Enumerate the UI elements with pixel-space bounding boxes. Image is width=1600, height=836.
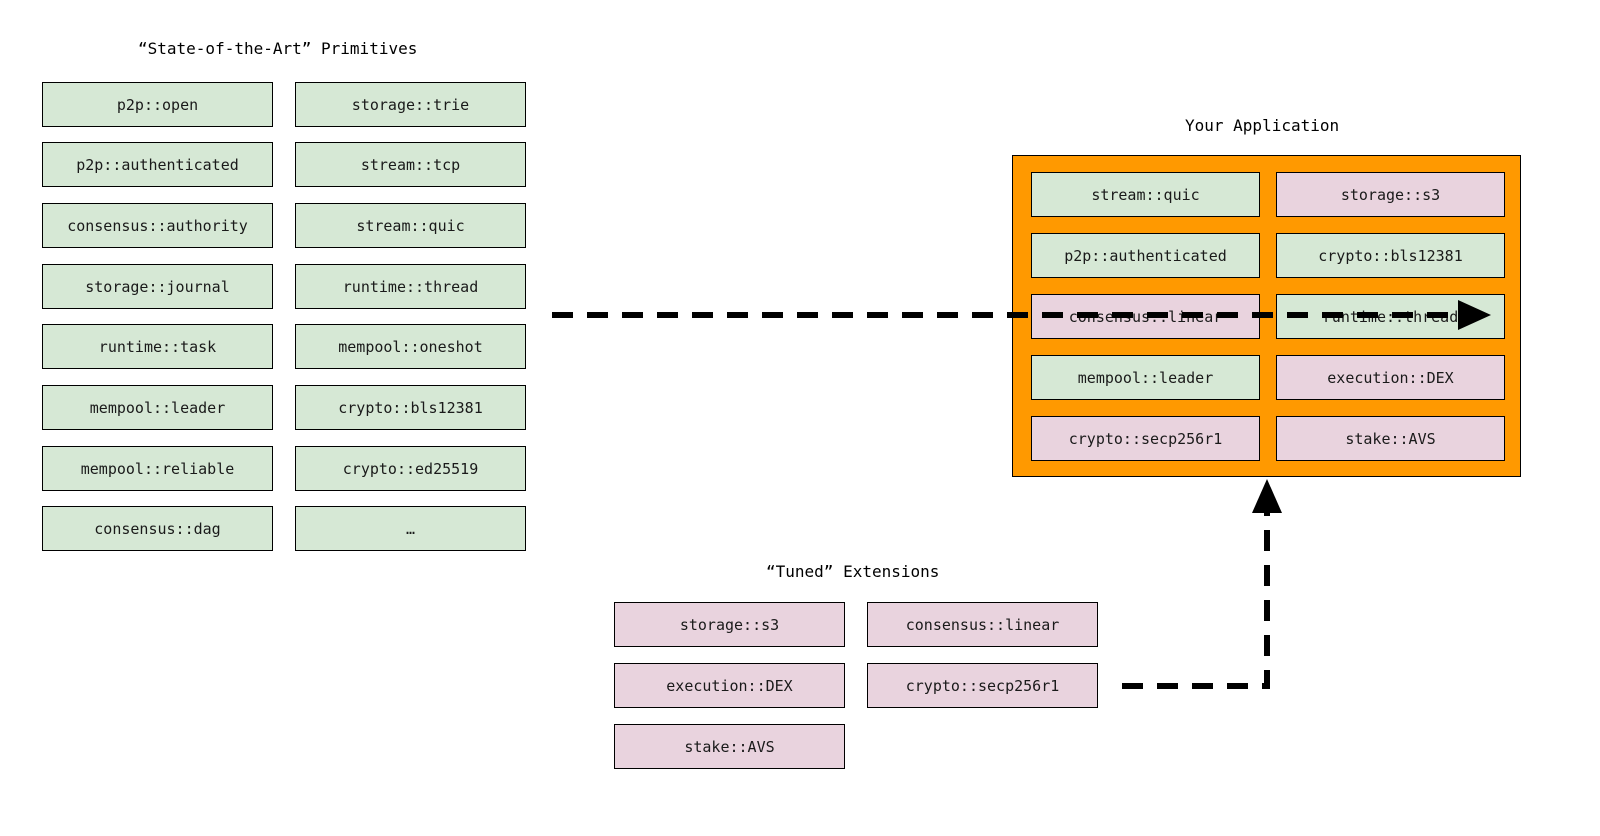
application-section-title: Your Application bbox=[1185, 116, 1340, 135]
primitive-box[interactable]: p2p::open bbox=[42, 82, 273, 127]
primitive-box[interactable]: runtime::thread bbox=[295, 264, 526, 309]
primitive-box[interactable]: … bbox=[295, 506, 526, 551]
extension-box[interactable]: storage::s3 bbox=[614, 602, 845, 647]
extension-box[interactable]: execution::DEX bbox=[614, 663, 845, 708]
application-box[interactable]: crypto::secp256r1 bbox=[1031, 416, 1260, 461]
application-box[interactable]: consensus::linear bbox=[1031, 294, 1260, 339]
primitives-section-title: “State-of-the-Art” Primitives bbox=[138, 39, 418, 58]
primitive-box[interactable]: p2p::authenticated bbox=[42, 142, 273, 187]
primitive-box[interactable]: stream::quic bbox=[295, 203, 526, 248]
application-box[interactable]: execution::DEX bbox=[1276, 355, 1505, 400]
primitive-box[interactable]: consensus::authority bbox=[42, 203, 273, 248]
primitive-box[interactable]: runtime::task bbox=[42, 324, 273, 369]
primitive-box[interactable]: crypto::bls12381 bbox=[295, 385, 526, 430]
primitive-box[interactable]: storage::trie bbox=[295, 82, 526, 127]
primitive-box[interactable]: consensus::dag bbox=[42, 506, 273, 551]
application-box[interactable]: stream::quic bbox=[1031, 172, 1260, 217]
primitive-box[interactable]: mempool::reliable bbox=[42, 446, 273, 491]
primitive-box[interactable]: storage::journal bbox=[42, 264, 273, 309]
application-box[interactable]: p2p::authenticated bbox=[1031, 233, 1260, 278]
extensions-section-title: “Tuned” Extensions bbox=[766, 562, 940, 581]
extension-box[interactable]: stake::AVS bbox=[614, 724, 845, 769]
primitive-box[interactable]: mempool::leader bbox=[42, 385, 273, 430]
primitive-box[interactable]: mempool::oneshot bbox=[295, 324, 526, 369]
arrow-extensions-to-application bbox=[1122, 479, 1282, 689]
application-box[interactable]: mempool::leader bbox=[1031, 355, 1260, 400]
application-box[interactable]: crypto::bls12381 bbox=[1276, 233, 1505, 278]
application-box[interactable]: stake::AVS bbox=[1276, 416, 1505, 461]
extension-box[interactable]: crypto::secp256r1 bbox=[867, 663, 1098, 708]
primitive-box[interactable]: stream::tcp bbox=[295, 142, 526, 187]
extension-box[interactable]: consensus::linear bbox=[867, 602, 1098, 647]
primitive-box[interactable]: crypto::ed25519 bbox=[295, 446, 526, 491]
application-box[interactable]: storage::s3 bbox=[1276, 172, 1505, 217]
application-box[interactable]: runtime::thread bbox=[1276, 294, 1505, 339]
